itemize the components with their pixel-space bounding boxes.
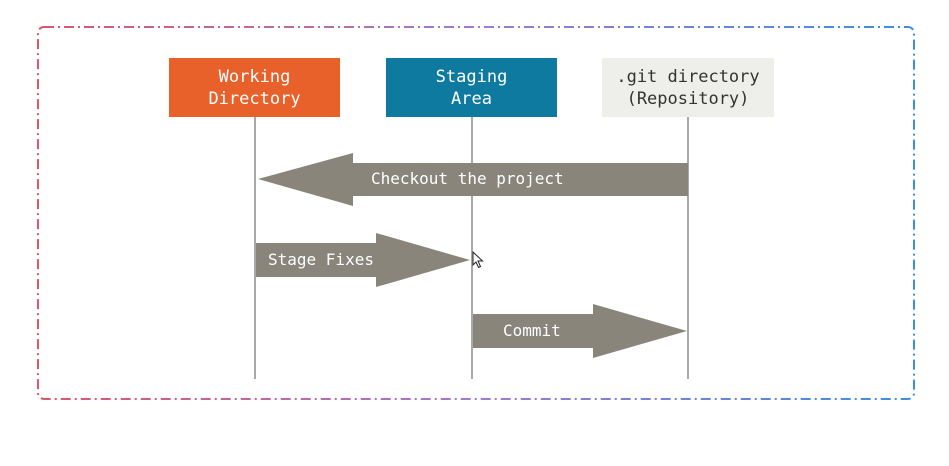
staging-area-label-line1: Staging: [435, 66, 508, 87]
checkout-arrow-label: Checkout the project: [371, 169, 564, 188]
move-cursor-icon: [472, 251, 484, 269]
staging-area-box: Staging Area: [386, 58, 557, 117]
git-directory-box: .git directory (Repository): [602, 58, 774, 117]
commit-arrow: [473, 304, 687, 358]
git-directory-label-line1: .git directory: [616, 66, 760, 87]
staging-area-label-line2: Area: [451, 88, 492, 109]
git-directory-lifeline: [687, 117, 689, 379]
working-directory-label-line2: Directory: [208, 88, 301, 109]
git-directory-label-line2: (Repository): [626, 88, 750, 109]
stage-fixes-arrow-label: Stage Fixes: [268, 250, 374, 269]
staging-area-lifeline: [471, 117, 473, 379]
working-directory-box: Working Directory: [169, 58, 340, 117]
working-directory-label-line1: Working: [218, 66, 291, 87]
stage-fixes-arrow: [256, 233, 470, 287]
working-directory-lifeline: [254, 117, 256, 379]
checkout-arrow: [258, 153, 688, 206]
commit-arrow-label: Commit: [503, 321, 561, 340]
